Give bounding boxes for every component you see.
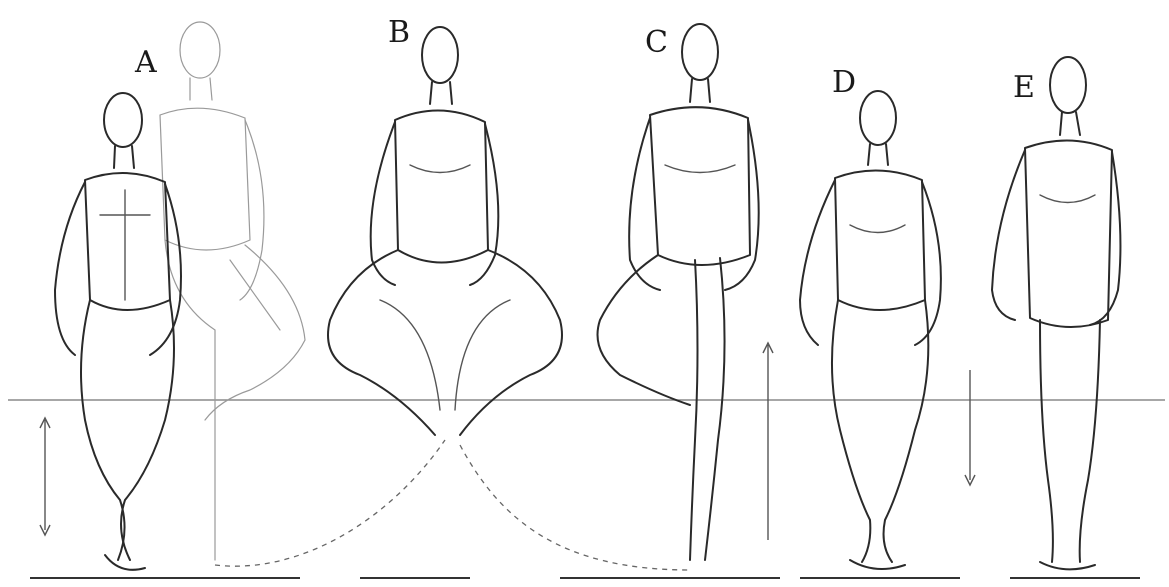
label-a: A [134,45,157,80]
label-c: C [645,25,668,60]
movement-trajectory [215,440,690,570]
figure-d [800,91,941,569]
figure-c [598,24,759,560]
figure-b [328,27,562,435]
label-e: E [1013,70,1035,105]
figure-e [992,57,1120,569]
label-b: B [388,15,410,50]
label-d: D [832,65,856,100]
figure-a-back [160,22,305,560]
